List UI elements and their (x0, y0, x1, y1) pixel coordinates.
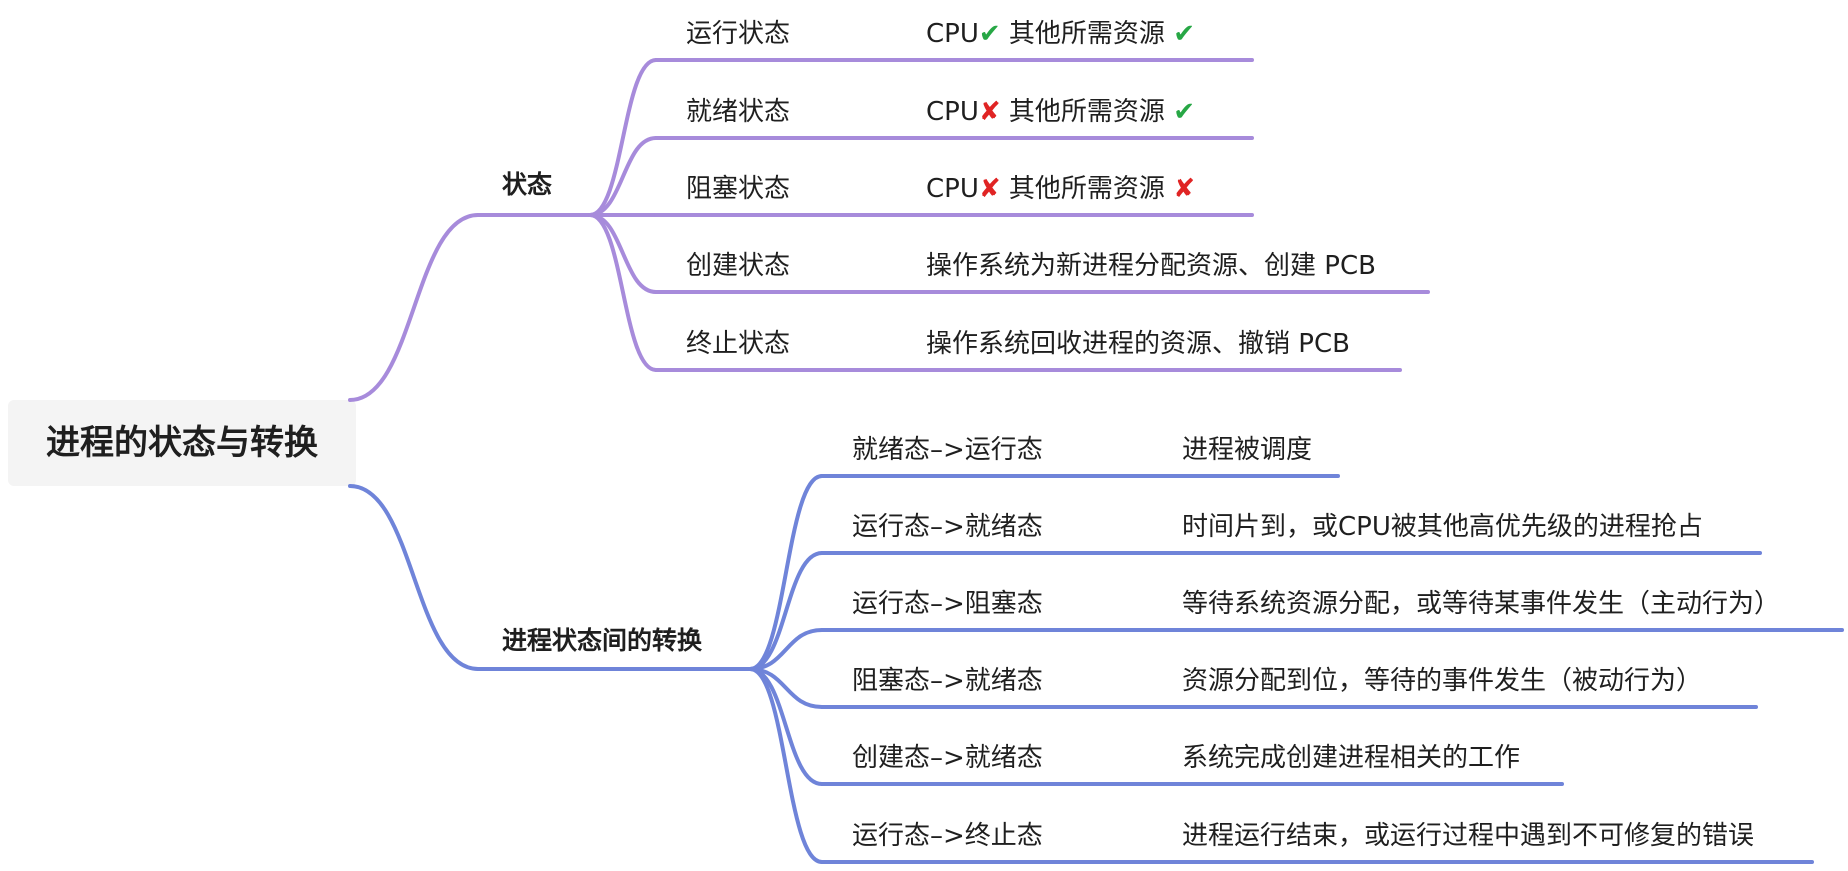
branch-node-label[interactable]: 状态 (502, 170, 552, 199)
child-node-label[interactable]: 终止状态 (686, 329, 790, 359)
branch-connector (348, 484, 480, 671)
detail-text-segment: 等待系统资源分配，或等待某事件发生（主动行为） (1182, 589, 1780, 619)
detail-text-segment: 操作系统回收进程的资源、撤销 PCB (926, 329, 1350, 359)
detail-text-segment: 系统完成创建进程相关的工作 (1182, 743, 1520, 773)
check-mark-icon: ✔ (1173, 97, 1195, 127)
detail-text-segment: 其他所需资源 (1001, 97, 1174, 127)
detail-node-label[interactable]: 进程运行结束，或运行过程中遇到不可修复的错误 (1182, 821, 1754, 851)
child-connector (588, 136, 658, 217)
detail-node-label[interactable]: 资源分配到位，等待的事件发生（被动行为） (1182, 666, 1702, 696)
child-connector (588, 213, 658, 294)
detail-text-segment: 其他所需资源 (1001, 174, 1174, 204)
child-connector (748, 551, 824, 671)
child-connector (748, 474, 824, 671)
child-node-label[interactable]: 运行态–>终止态 (852, 821, 1043, 851)
child-node-label[interactable]: 运行态–>就绪态 (852, 512, 1043, 542)
cross-mark-icon: ✘ (979, 97, 1001, 127)
child-connector (748, 667, 824, 864)
detail-node-label[interactable]: 进程被调度 (1182, 435, 1312, 465)
child-node-label[interactable]: 创建状态 (686, 251, 790, 281)
detail-text-segment: CPU (926, 174, 979, 204)
detail-node-label[interactable]: 时间片到，或CPU被其他高优先级的进程抢占 (1182, 512, 1703, 542)
branch-node-label[interactable]: 进程状态间的转换 (502, 626, 703, 655)
detail-node-label[interactable]: CPU✘ 其他所需资源 ✔ (926, 97, 1195, 127)
child-node-label[interactable]: 创建态–>就绪态 (852, 743, 1043, 773)
child-connector (588, 213, 658, 372)
detail-text-segment: 操作系统为新进程分配资源、创建 PCB (926, 251, 1376, 281)
detail-text-segment: CPU (926, 19, 979, 49)
root-node-label[interactable]: 进程的状态与转换 (46, 423, 318, 463)
detail-text-segment: 进程被调度 (1182, 435, 1312, 465)
check-mark-icon: ✔ (1173, 19, 1195, 49)
cross-mark-icon: ✘ (979, 174, 1001, 204)
cross-mark-icon: ✘ (1173, 174, 1195, 204)
detail-text-segment: 其他所需资源 (1001, 19, 1174, 49)
child-node-label[interactable]: 阻塞态–>就绪态 (852, 666, 1043, 696)
detail-node-label[interactable]: 操作系统为新进程分配资源、创建 PCB (926, 251, 1376, 281)
child-node-label[interactable]: 就绪状态 (686, 97, 790, 127)
root-node-box[interactable] (8, 400, 356, 486)
child-node-label[interactable]: 运行态–>阻塞态 (852, 589, 1043, 619)
detail-node-label[interactable]: CPU✔ 其他所需资源 ✔ (926, 19, 1195, 49)
detail-text-segment: 进程运行结束，或运行过程中遇到不可修复的错误 (1182, 821, 1754, 851)
detail-text-segment: 资源分配到位，等待的事件发生（被动行为） (1182, 666, 1702, 696)
child-connector (748, 628, 824, 671)
detail-node-label[interactable]: 操作系统回收进程的资源、撤销 PCB (926, 329, 1350, 359)
detail-text-segment: 时间片到，或CPU被其他高优先级的进程抢占 (1182, 512, 1703, 542)
child-node-label[interactable]: 就绪态–>运行态 (852, 435, 1043, 465)
child-node-label[interactable]: 运行状态 (686, 19, 790, 49)
child-connector (588, 58, 658, 217)
detail-node-label[interactable]: 系统完成创建进程相关的工作 (1182, 743, 1520, 773)
branch-connector (348, 213, 480, 402)
detail-node-label[interactable]: CPU✘ 其他所需资源 ✘ (926, 174, 1195, 204)
child-node-label[interactable]: 阻塞状态 (686, 174, 790, 204)
check-mark-icon: ✔ (979, 19, 1001, 49)
detail-node-label[interactable]: 等待系统资源分配，或等待某事件发生（主动行为） (1182, 589, 1780, 619)
detail-text-segment: CPU (926, 97, 979, 127)
